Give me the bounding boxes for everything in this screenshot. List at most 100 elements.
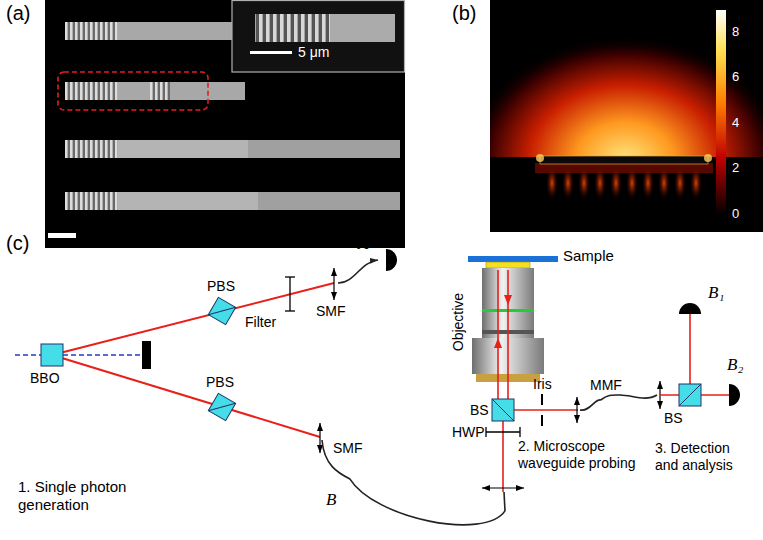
waveguide — [118, 82, 245, 100]
field-lobe — [642, 166, 654, 200]
inset-waveguide — [330, 14, 395, 42]
detection-beam — [689, 314, 691, 395]
fiber-connector — [601, 395, 621, 400]
part-label: HWP — [452, 424, 485, 440]
colorbar — [716, 10, 726, 215]
part-label: BS — [470, 402, 489, 418]
detection-optics — [620, 303, 740, 409]
detector — [679, 303, 701, 314]
objective-tip — [486, 262, 530, 268]
inset-grating — [255, 14, 330, 42]
beam-splitter — [492, 399, 514, 421]
beam-arrow — [504, 295, 512, 305]
part-label: SMF — [316, 303, 346, 319]
detector — [729, 384, 740, 406]
waveguide — [118, 140, 400, 158]
stage-caption: 2. Microscope waveguide probing — [518, 438, 643, 472]
waveguide-section — [540, 156, 708, 164]
beam-splitter-face — [492, 399, 514, 421]
pbs-cube — [208, 393, 235, 420]
fiber-connector — [350, 479, 505, 525]
field-lobe — [626, 166, 638, 200]
probe-beam — [507, 270, 509, 399]
part-label: (b) — [452, 2, 476, 25]
field-lobe — [690, 166, 702, 200]
part-label: Filter — [245, 314, 276, 330]
grating — [65, 22, 118, 40]
field-lobe — [594, 166, 606, 200]
photon-beam — [52, 283, 334, 355]
field-lobe — [562, 166, 574, 200]
microscope-optics — [468, 256, 601, 511]
waveguide-segment — [118, 140, 248, 158]
beam-arrow — [494, 338, 502, 348]
part-label: B — [326, 490, 336, 510]
lens — [333, 268, 334, 300]
stage-ellipse: 3. Detection and analysis — [620, 290, 756, 480]
fiber — [620, 395, 657, 398]
part-label: 8 — [732, 25, 739, 40]
half-wave-plate — [486, 427, 520, 437]
part-label: A — [358, 234, 368, 254]
part-label: Iris — [533, 376, 552, 392]
part-label: B₂ — [727, 355, 743, 375]
sem-image — [45, 0, 405, 248]
edge-hotspot — [536, 154, 544, 162]
photon-beam — [52, 355, 320, 437]
part-label: 5 μm — [298, 44, 329, 60]
evanescent-band — [535, 163, 713, 173]
beam-splitter — [679, 384, 701, 406]
waveguide — [118, 22, 245, 40]
iris — [541, 415, 543, 426]
sample — [468, 256, 558, 262]
part-label: Sample — [563, 247, 614, 264]
pbs-cube — [208, 297, 235, 324]
beam-splitter-face — [679, 384, 701, 406]
part-label: (a) — [6, 2, 30, 25]
scale-bar — [48, 233, 76, 238]
lens — [482, 487, 524, 488]
lens — [319, 423, 320, 453]
stage-caption: 1. Single photon generation — [18, 478, 168, 514]
detector — [386, 249, 397, 271]
fiber — [338, 260, 378, 283]
inset-scale-bar — [250, 51, 292, 54]
inset-frame — [232, 1, 405, 73]
field-lobe — [578, 166, 590, 200]
grating — [150, 82, 170, 100]
part-label: MMF — [590, 377, 622, 393]
grating — [65, 82, 118, 100]
part-label: SMF — [333, 440, 363, 456]
field-plot — [465, 0, 763, 285]
grating — [65, 192, 118, 210]
pump-beam — [15, 354, 142, 356]
grating — [65, 140, 118, 158]
field-lobe — [674, 166, 686, 200]
part-label: PBS — [207, 278, 235, 294]
field-lobe — [546, 166, 558, 200]
fiber — [580, 400, 601, 410]
field-lobe — [658, 166, 670, 200]
stage-ellipse: 2. Microscope waveguide probing — [415, 265, 601, 511]
filter — [285, 277, 295, 311]
rotated-label: Objective — [450, 293, 466, 351]
part-label: BBO — [30, 370, 60, 386]
part-label: B₁ — [708, 283, 724, 303]
waveguide-segment — [118, 192, 258, 210]
part-label: PBS — [206, 374, 234, 390]
part-label: BS — [664, 410, 683, 426]
source-optics — [15, 249, 397, 479]
highlight-box — [58, 72, 208, 110]
part-label: 6 — [732, 70, 739, 85]
field-lobe — [610, 166, 622, 200]
iris — [541, 394, 543, 405]
lens — [576, 397, 577, 423]
stage-ellipse: 1. Single photon generation — [10, 245, 400, 525]
waveguide — [118, 192, 400, 210]
probe-beam — [514, 409, 578, 411]
bbo-crystal — [41, 344, 63, 366]
ellipse-shape — [415, 265, 601, 511]
fiber — [504, 492, 505, 511]
